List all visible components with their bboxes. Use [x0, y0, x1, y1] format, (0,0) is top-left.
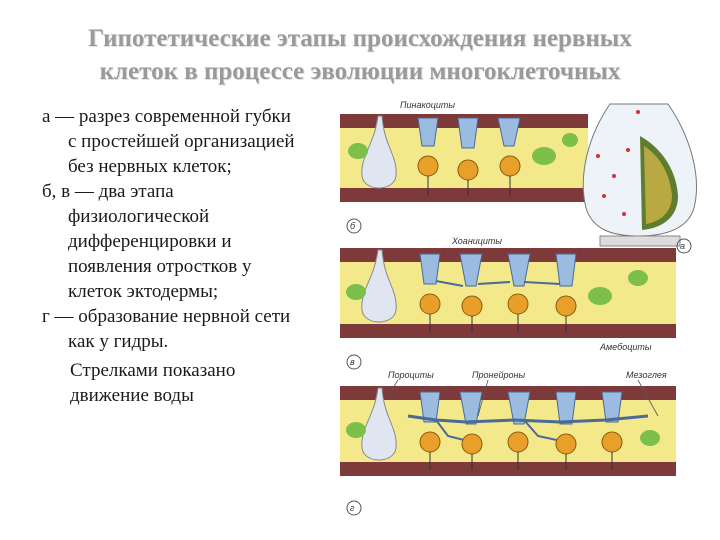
evolution-illustration: Пинакоциты б а — [338, 96, 716, 532]
label-amoebocytes: Амебоциты — [599, 342, 652, 352]
mark-b: б — [350, 221, 356, 231]
panel-a: а — [582, 103, 697, 254]
label-mesoglea: Мезоглея — [626, 370, 667, 380]
title-line-1: Гипотетические этапы происхождения нервн… — [88, 25, 632, 52]
label-pinacocytes: Пинакоциты — [400, 100, 455, 110]
panel-g: Пороциты Пронейроны Мезоглея г — [340, 370, 676, 516]
title-line-2: клеток в процессе эволюции многоклеточны… — [99, 58, 621, 85]
mark-v: в — [350, 357, 355, 367]
mark-g: г — [350, 503, 355, 513]
caption-text: а — разрез современной губки с простейше… — [42, 104, 302, 427]
panel-b: Пинакоциты б — [340, 100, 588, 234]
caption-item-bv: б, в — два этапа физиологической диффере… — [42, 181, 252, 302]
label-proneurons: Пронейроны — [472, 370, 525, 380]
caption-item-a: а — разрез современной губки с простейше… — [42, 106, 295, 177]
caption-item-g: г — образование нервной сети как у гидры… — [42, 306, 291, 352]
label-choanocytes: Хоанициты — [451, 236, 502, 246]
caption-note: Стрелками показано движение воды — [70, 360, 236, 406]
label-porocytes: Пороциты — [388, 370, 434, 380]
mark-a: а — [680, 241, 685, 251]
panel-v: Хоанициты Амебоциты в — [340, 236, 676, 370]
page-title: Гипотетические этапы происхождения нервн… — [30, 22, 690, 88]
